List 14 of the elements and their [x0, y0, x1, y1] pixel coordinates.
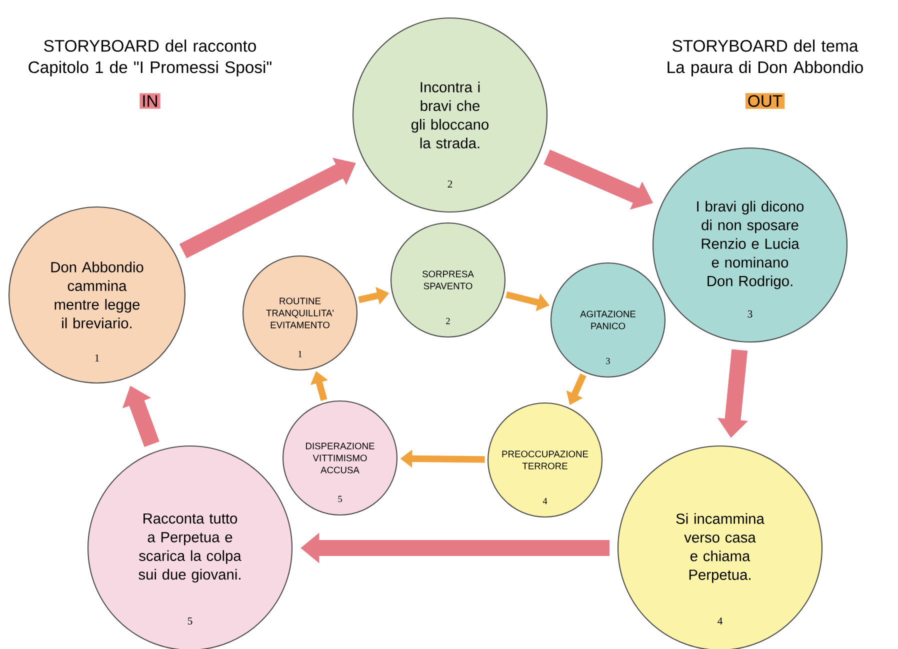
circle-node: AGITAZIONE PANICO 3: [550, 262, 666, 378]
circle-node: Si incammina verso casa e chiama Perpetua. 4: [617, 445, 823, 649]
circle-node: Don Abbondio cammina mentre legge il breviario. 1: [8, 206, 186, 384]
heading: STORYBOARD del racconto Capitolo 1 de "I Promessi Sposi": [28, 40, 272, 76]
badge: IN: [140, 93, 160, 109]
circle-node: DISPERAZIONE VITTIMISMO ACCUSA 5: [282, 400, 398, 516]
circle-node: Incontra i bravi che gli bloccano la strada. 2: [352, 17, 548, 213]
circle-node: PREOCCUPAZIONE TERRORE 4: [487, 402, 603, 518]
circle-node: Racconta tutto a Perpetua e scarica la colpa sui due giovani. 5: [87, 445, 293, 649]
circle-node: ROUTINE TRANQUILLITA' EVITAMENTO 1: [242, 255, 358, 371]
heading: STORYBOARD del tema La paura di Don Abbondio: [668, 40, 863, 76]
badge: OUT: [745, 93, 785, 109]
circle-node: SORPRESA SPAVENTO 2: [390, 222, 506, 338]
circle-node: I bravi gli dicono di non sposare Renzio e Lucia e nominano Don Rodrigo. 3: [652, 147, 848, 343]
